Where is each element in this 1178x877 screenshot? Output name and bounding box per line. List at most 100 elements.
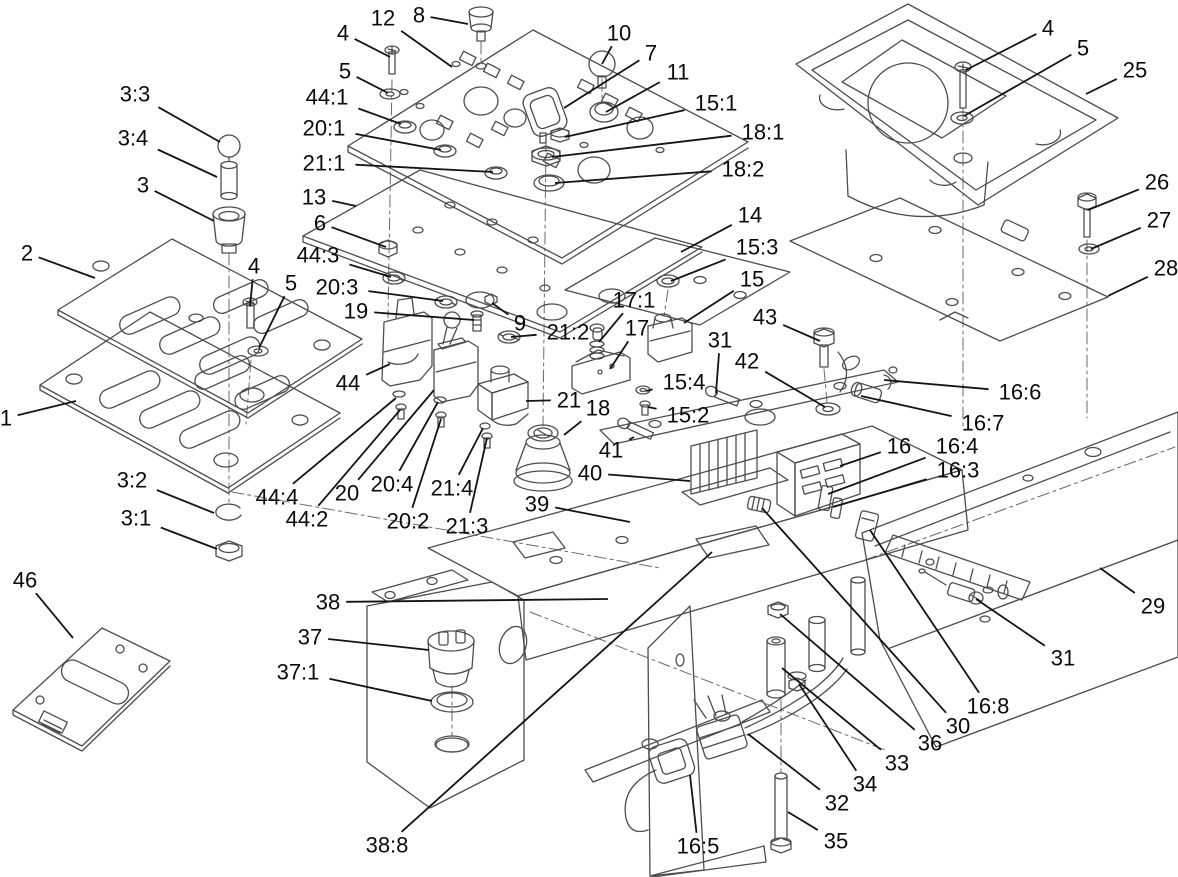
leader-line-16:4 [827, 456, 926, 495]
part-switch-15 [647, 313, 693, 363]
part-module-40 [681, 429, 789, 506]
part-micro-switch-17 [571, 323, 631, 395]
callout-31: 31 [1051, 646, 1075, 671]
part-sub-panel-13 [302, 169, 703, 339]
leader-line-4 [965, 33, 1037, 71]
callout-3: 3 [137, 173, 149, 198]
leader-line-5 [258, 295, 286, 349]
part-screws-under-20 [433, 396, 447, 428]
callout-20:3: 20:3 [316, 275, 359, 300]
leader-line-19 [374, 311, 475, 321]
part-standoffs-fasteners [746, 495, 866, 854]
callout-18:1: 18:1 [742, 120, 785, 145]
callout-35: 35 [824, 829, 848, 854]
leader-line-16:7 [860, 395, 952, 417]
leader-line-18 [563, 420, 582, 436]
part-standoff-b [808, 615, 826, 673]
leader-line-21 [525, 399, 551, 402]
callout-4: 4 [1042, 16, 1054, 41]
part-bolt-41 [617, 417, 655, 440]
part-harness-32 [624, 657, 848, 833]
part-screw-15-2 [639, 400, 651, 416]
leader-line-3:3 [157, 106, 221, 143]
callout-10: 10 [607, 21, 631, 46]
callout-25: 25 [1123, 58, 1147, 83]
part-ring-37-1 [430, 691, 474, 713]
leader-line-2 [38, 256, 96, 279]
callout-21:3: 21:3 [446, 514, 489, 539]
leader-line-5 [963, 53, 1072, 117]
callout-5: 5 [1077, 36, 1089, 61]
leader-line-44:2 [317, 409, 401, 507]
leader-line-35 [787, 811, 819, 831]
callout-3:4: 3:4 [118, 126, 149, 151]
callout-17:1: 17:1 [613, 288, 656, 313]
callout-21:4: 21:4 [431, 476, 474, 501]
part-lockwasher-15-3 [656, 274, 680, 288]
leader-line-40 [608, 473, 691, 482]
callout-5: 5 [285, 271, 297, 296]
leader-line-3 [154, 190, 215, 222]
callout-21:2: 21:2 [547, 320, 590, 345]
leader-line-1 [17, 400, 77, 417]
leader-line-46 [35, 592, 74, 639]
callout-17: 17 [625, 316, 649, 341]
part-clip-16-8 [854, 510, 880, 542]
part-lockwasher-20-3 [434, 295, 458, 309]
callout-15:1: 15:1 [695, 91, 738, 116]
part-cover-plate-46 [12, 627, 171, 752]
leader-line-11 [605, 81, 661, 113]
leader-line-37:1 [329, 677, 433, 702]
callout-15: 15 [740, 267, 764, 292]
callout-34: 34 [853, 772, 877, 797]
leader-line-16 [839, 451, 882, 467]
part-shoulder-bolt-31-right [918, 568, 994, 623]
part-key-7 [522, 87, 568, 144]
callout-20:4: 20:4 [371, 472, 414, 497]
part-seat-support-25 [795, 3, 1119, 218]
leader-line-44:3 [349, 263, 392, 278]
callout-19: 19 [344, 299, 368, 324]
part-ignition-bezel-11 [589, 101, 619, 123]
callout-38:8: 38:8 [366, 833, 409, 858]
part-screw-4-washer-5-mid [379, 45, 401, 100]
leader-line-16:3 [832, 478, 927, 508]
part-switch-44 [381, 297, 433, 387]
leader-line-15:1 [564, 109, 685, 138]
leader-line-38 [346, 598, 609, 603]
part-screws-under-44 [392, 390, 407, 420]
callout-4: 4 [337, 21, 349, 46]
leader-line-18:1 [551, 134, 732, 158]
callout-44:3: 44:3 [297, 243, 340, 268]
part-relay-block-16 [776, 433, 861, 517]
leader-line-41 [628, 436, 635, 441]
leader-line-12 [400, 30, 453, 68]
leader-line-20:4 [398, 401, 439, 472]
callout-16:8: 16:8 [967, 694, 1010, 719]
leader-line-39 [555, 506, 631, 523]
leader-line-7 [563, 59, 640, 109]
leader-line-4 [249, 279, 254, 307]
callout-28: 28 [1154, 256, 1178, 281]
callout-16: 16 [887, 434, 911, 459]
callout-3:1: 3:1 [121, 506, 152, 531]
leader-line-15:2 [647, 406, 657, 410]
callout-18:2: 18:2 [722, 157, 765, 182]
leader-line-28 [1107, 275, 1149, 297]
leader-line-16:8 [869, 529, 980, 694]
leader-line-42 [764, 370, 826, 408]
part-sub-panel-14 [564, 237, 791, 326]
callout-33: 33 [885, 751, 909, 776]
leader-line-18:2 [554, 170, 712, 184]
part-lockwasher-44-3 [382, 271, 406, 285]
callout-21: 21 [557, 388, 581, 413]
part-nut-3-1 [215, 540, 243, 562]
callout-3:2: 3:2 [117, 468, 148, 493]
leader-line-44:4 [292, 397, 397, 485]
callout-2: 2 [21, 241, 33, 266]
diagram-artwork [12, 3, 1178, 877]
part-bolt-31-left [704, 385, 741, 407]
leader-line-16:6 [883, 379, 989, 391]
